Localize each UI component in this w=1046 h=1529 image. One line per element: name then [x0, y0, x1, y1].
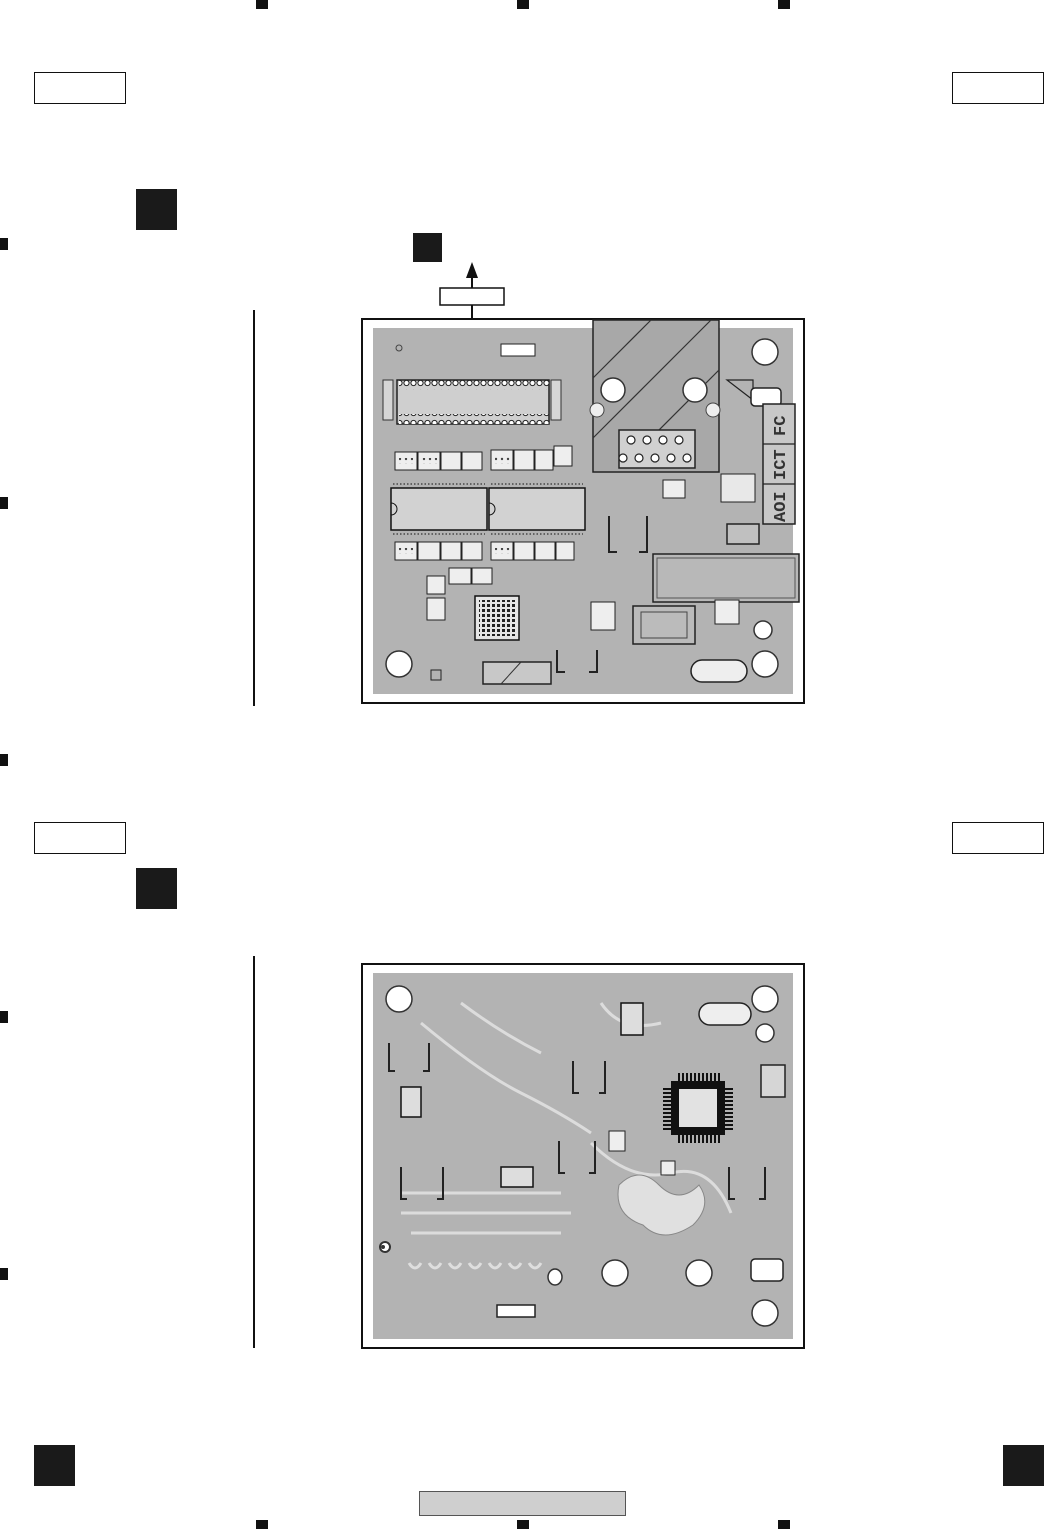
silkscreen-label-aoi: AOI: [772, 491, 791, 522]
index-square-footer-right: [1003, 1445, 1044, 1486]
registration-mark-top-3: [778, 0, 790, 9]
reference-box-mid-left: [34, 822, 126, 854]
registration-mark-left-5: [0, 1268, 8, 1280]
registration-mark-bottom-2: [517, 1520, 529, 1529]
reference-box-mid-right: [952, 822, 1044, 854]
reference-box-top-left: [34, 72, 126, 104]
registration-mark-top-1: [256, 0, 268, 9]
registration-mark-left-2: [0, 497, 8, 509]
silkscreen-label-fc: FC: [772, 416, 791, 436]
registration-mark-left-1: [0, 238, 8, 250]
divider-line-bottom: [253, 956, 255, 1348]
footer-bar: [419, 1491, 626, 1516]
divider-line-top: [253, 310, 255, 706]
registration-mark-left-3: [0, 754, 8, 766]
silkscreen-label-ict: ICT: [772, 449, 791, 480]
index-square-bottom: [136, 868, 177, 909]
index-square-top: [136, 189, 177, 230]
registration-mark-left-4: [0, 1011, 8, 1023]
registration-mark-bottom-1: [256, 1520, 268, 1529]
registration-mark-top-2: [517, 0, 529, 9]
registration-mark-bottom-3: [778, 1520, 790, 1529]
pcb-bottom-solder-side: [361, 963, 805, 1349]
reference-box-top-right: [952, 72, 1044, 104]
index-square-footer-left: [34, 1445, 75, 1486]
pcb-top-component-side: FC ICT AOI: [361, 318, 805, 704]
